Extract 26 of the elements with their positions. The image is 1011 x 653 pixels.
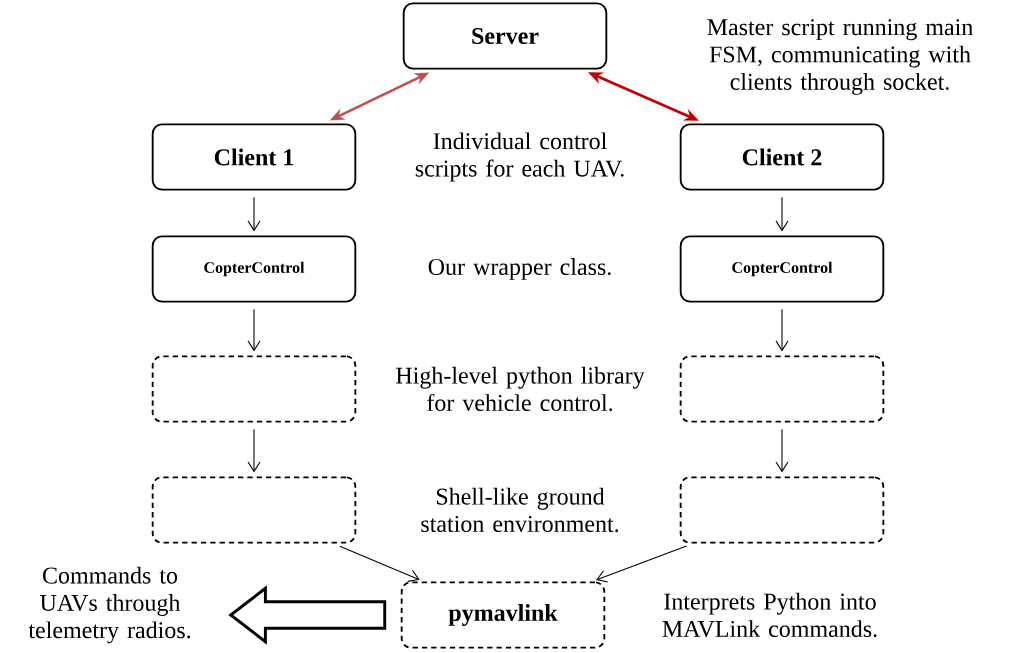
block-arrow	[228, 585, 387, 645]
description-text: Shell-like ground station environment.	[421, 487, 619, 533]
description-text: Interprets Python into MAVLink commands.	[662, 592, 877, 638]
dashed-box	[151, 476, 357, 544]
arrow	[247, 308, 261, 352]
process-box: Client 2	[679, 123, 885, 191]
dashed-box	[679, 476, 885, 544]
process-box: Server	[402, 2, 608, 70]
arrow	[775, 308, 789, 352]
dashed-box: pymavlink	[400, 581, 606, 649]
arrow	[775, 428, 789, 473]
arrow	[339, 545, 420, 582]
description-text: Individual control scripts for each UAV.	[415, 132, 624, 182]
note-text: Commands to UAVs through telemetry radios.	[28, 566, 191, 644]
description-text: High-level python library for vehicle control.	[396, 366, 645, 412]
arrow	[596, 545, 688, 583]
dashed-box	[679, 355, 885, 423]
arrow	[247, 196, 261, 232]
process-box: Client 1	[151, 123, 357, 191]
process-box: CopterControl	[679, 235, 885, 303]
process-box: CopterControl	[151, 235, 357, 303]
arrow	[247, 428, 261, 473]
arrow	[775, 196, 789, 232]
dashed-box	[151, 355, 357, 423]
description-text: Master script running main FSM, communicating with clients through socket.	[707, 19, 973, 95]
description-text: Our wrapper class.	[428, 258, 611, 280]
